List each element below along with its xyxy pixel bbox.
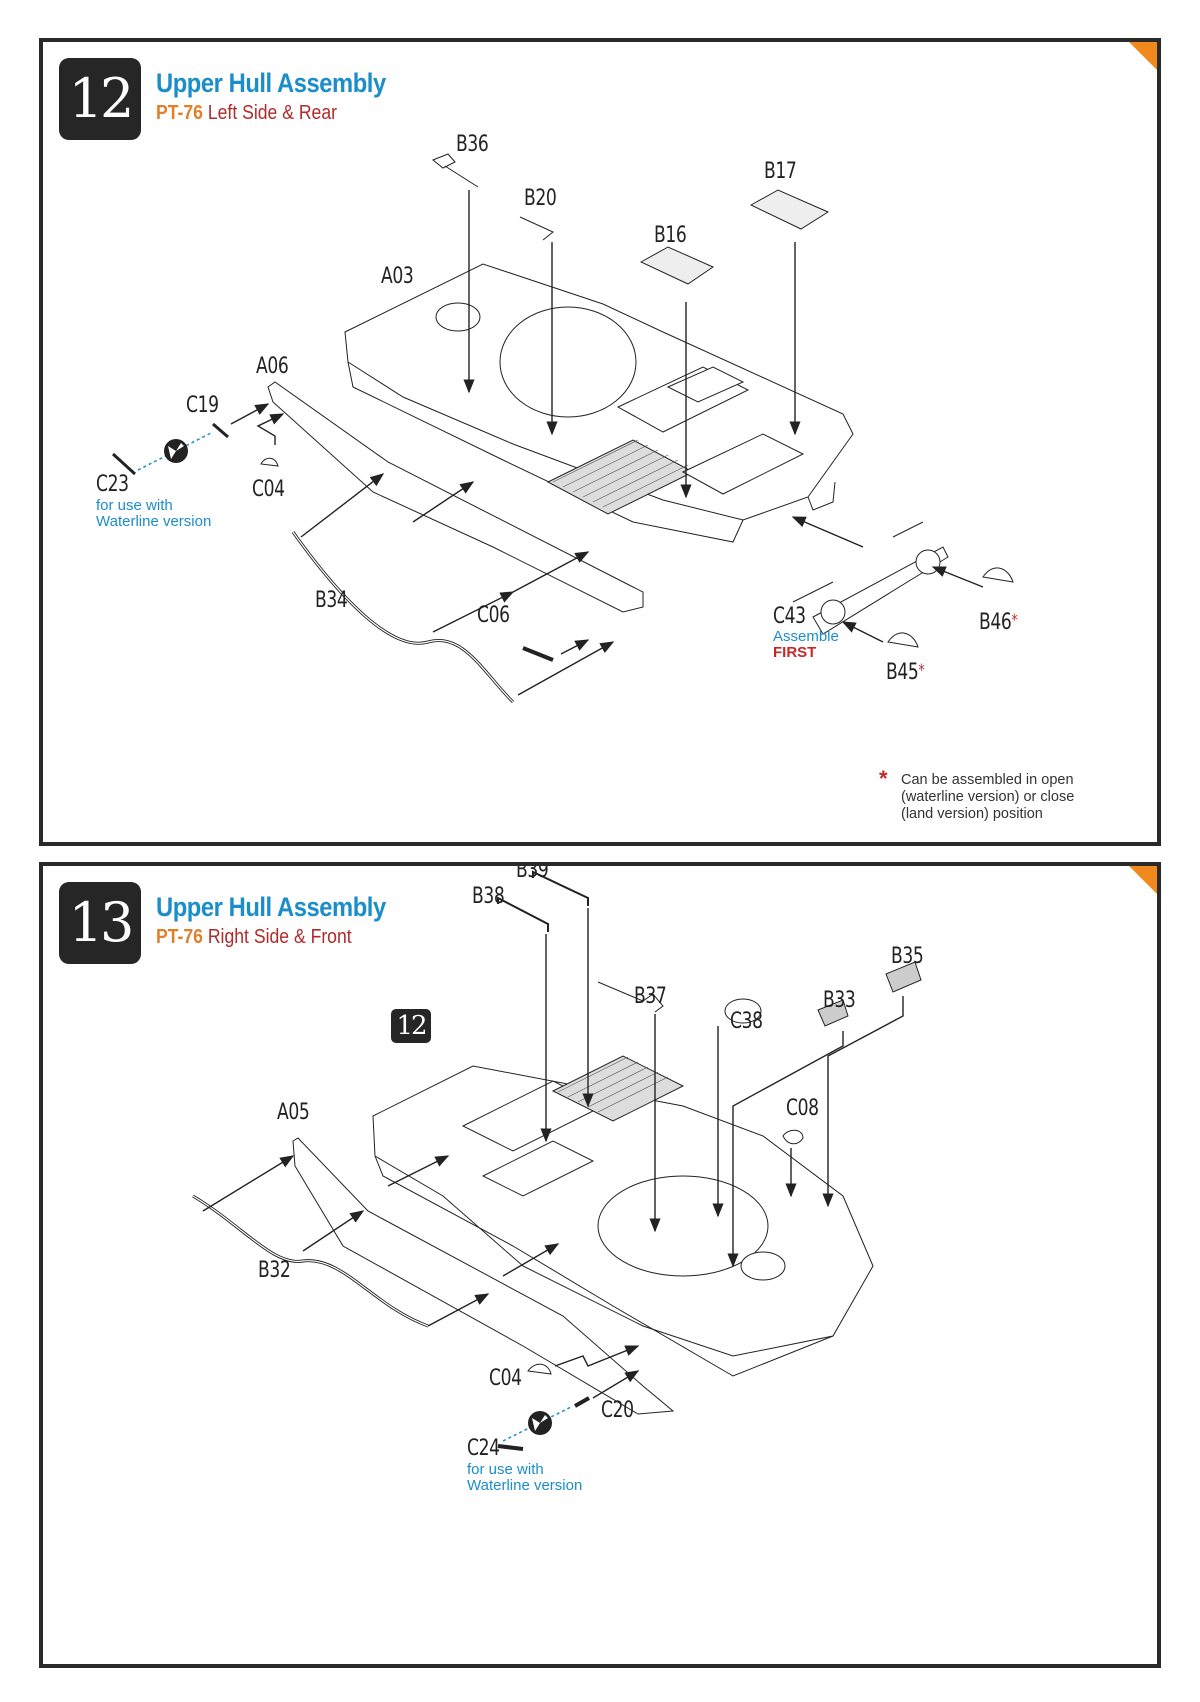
step-13-panel: 13 Upper Hull Assembly PT-76 Right Side …	[39, 862, 1161, 1668]
part-b35	[885, 961, 922, 993]
part-c38	[724, 998, 762, 1024]
part-label-b36: B36	[456, 132, 489, 157]
part-c19	[212, 422, 229, 439]
c23-waterline-note: for use with Waterline version	[96, 497, 212, 530]
part-label-b17: B17	[764, 159, 797, 184]
part-label-c19: C19	[186, 393, 219, 418]
hatch-b16	[639, 246, 715, 285]
part-b36	[432, 153, 479, 188]
part-b45	[887, 632, 919, 648]
part-c04	[260, 457, 279, 467]
part-b20	[519, 216, 554, 241]
hatch-b17	[749, 189, 830, 230]
c24-waterline-note: for use with Waterline version	[467, 1461, 583, 1494]
part-c08	[782, 1129, 804, 1145]
part-c06	[522, 646, 554, 662]
side-panel-a05	[292, 1137, 675, 1415]
step-description: Right Side & Front	[207, 926, 352, 948]
part-label-a03: A03	[381, 264, 414, 289]
c43-assemble-note: Assemble	[773, 628, 839, 645]
part-label-b33: B33	[823, 988, 856, 1013]
part-label-c20: C20	[601, 1398, 634, 1423]
side-panel-a06	[267, 381, 644, 613]
part-label-b20: B20	[524, 186, 557, 211]
assembly-drawing-12	[111, 153, 1014, 704]
part-label-b46: B46*	[979, 610, 1018, 635]
part-label-c38: C38	[730, 1009, 763, 1034]
step-12-panel: 12 Upper Hull Assembly PT-76 Left Side &…	[39, 38, 1161, 846]
step-number-badge: 12	[59, 58, 141, 140]
part-label-b35: B35	[891, 944, 924, 969]
waterline-symbol-icon	[528, 1411, 552, 1435]
part-label-c04: C04	[489, 1366, 522, 1391]
part-b33	[817, 999, 849, 1027]
model-name: PT-76	[156, 102, 203, 124]
step-subtitle: PT-76 Left Side & Rear	[156, 102, 337, 125]
part-label-b38: B38	[472, 884, 505, 909]
corner-marker-icon	[1129, 866, 1157, 894]
part-b37	[597, 981, 664, 1013]
rear-plate-c43	[812, 546, 949, 635]
model-name: PT-76	[156, 926, 203, 948]
part-label-b37: B37	[634, 984, 667, 1009]
step-title: Upper Hull Assembly	[156, 892, 386, 922]
part-label-a06: A06	[256, 354, 289, 379]
part-label-b45: B45*	[886, 660, 925, 685]
part-label-b16: B16	[654, 223, 687, 248]
c43-first-note: FIRST	[773, 644, 817, 661]
part-b46	[982, 567, 1014, 583]
part-label-b39: B39	[516, 862, 549, 883]
part-label-c43: C43	[773, 604, 806, 629]
part-label-c23: C23	[96, 472, 129, 497]
part-label-b32: B32	[258, 1258, 291, 1283]
corner-marker-icon	[1129, 42, 1157, 70]
part-label-c06: C06	[477, 603, 510, 628]
part-b39	[532, 870, 589, 906]
part-b38	[497, 896, 549, 932]
part-c23	[111, 452, 137, 476]
part-c04	[527, 1363, 552, 1375]
step-subtitle: PT-76 Right Side & Front	[156, 926, 352, 949]
assembly-drawing-13	[192, 870, 922, 1451]
part-label-a05: A05	[277, 1100, 310, 1125]
step-description: Left Side & Rear	[207, 102, 337, 124]
step-title: Upper Hull Assembly	[156, 68, 386, 98]
reference-step-badge: 12	[391, 1009, 431, 1043]
waterline-symbol-icon	[164, 439, 188, 463]
part-c20	[574, 1396, 590, 1408]
step-number-badge: 13	[59, 882, 141, 964]
part-label-c24: C24	[467, 1436, 500, 1461]
part-label-c04: C04	[252, 477, 285, 502]
asterisk-icon: *	[879, 766, 888, 791]
part-label-b34: B34	[315, 588, 348, 613]
part-label-c08: C08	[786, 1096, 819, 1121]
part-c24	[497, 1444, 524, 1451]
engine-grille	[546, 366, 805, 515]
asterisk-footnote: * Can be assembled in open (waterline ve…	[879, 766, 1075, 823]
